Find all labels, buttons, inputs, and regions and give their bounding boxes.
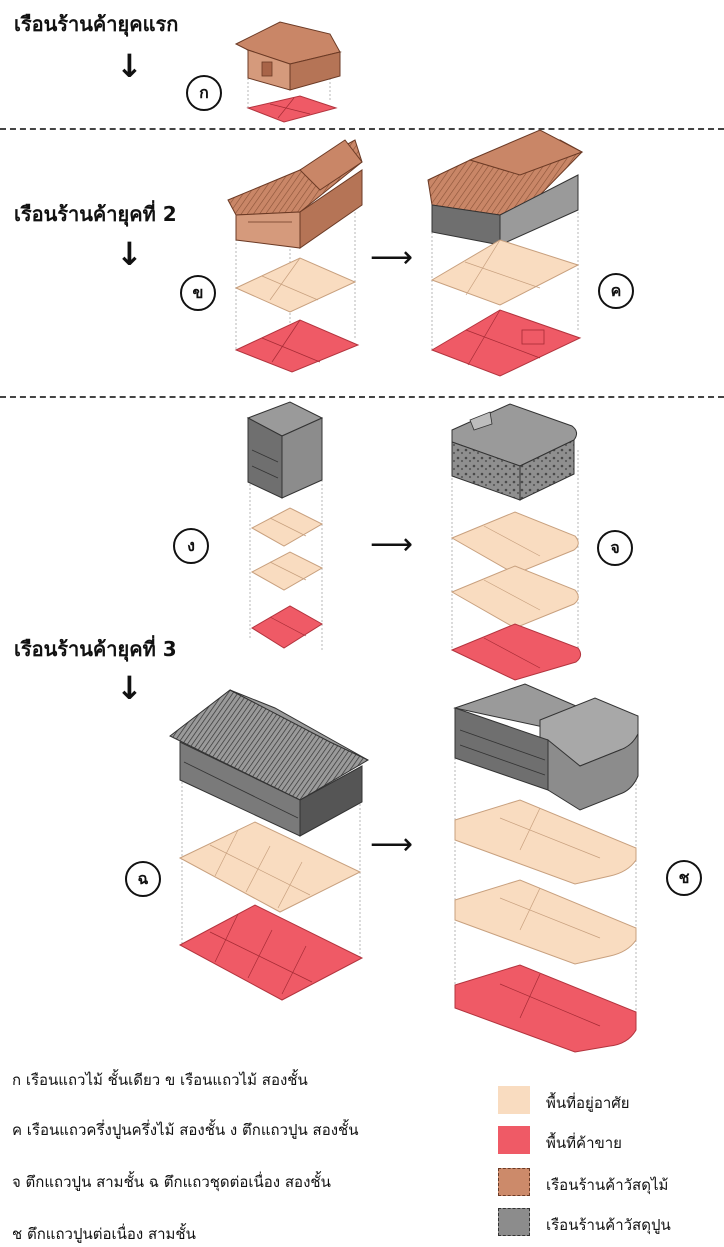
badge-e: จ [597,530,633,566]
house-f [169,689,370,1001]
house-b [227,139,363,373]
era-title-second: เรือนร้านค้ายุคที่ 2 [14,202,177,226]
badge-f: ฉ [125,861,161,897]
arrow-down-second: ↓ [116,235,143,273]
legend-label-commercial: พื้นที่ค้าขาย [546,1134,622,1152]
arrow-right-b-c: ⟶ [370,240,414,275]
legend-label-residential: พื้นที่อยู่อาศัย [546,1094,630,1112]
arrow-down-third: ↓ [116,669,143,707]
caption-line-2: ค เรือนแถวครึ่งปูนครึ่งไม้ สองชั้น ง ตึก… [12,1121,359,1139]
arrow-down-first: ↓ [116,47,143,85]
badge-a: ก [186,75,222,111]
era-title-first: เรือนร้านค้ายุคแรก [14,12,179,36]
divider-middle [0,396,724,398]
legend-label-wood: เรือนร้านค้าวัสดุไม้ [546,1176,669,1194]
house-d [246,401,324,650]
legend-swatch-wood [498,1168,530,1196]
era-title-third: เรือนร้านค้ายุคที่ 3 [14,637,177,661]
arrow-right-f-g: ⟶ [370,827,414,862]
badge-g: ช [666,860,702,896]
house-c [427,129,584,377]
badge-b: ข [180,275,216,311]
caption-line-3: จ ตึกแถวปูน สามชั้น ฉ ตึกแถวชุดต่อเนื่อง… [12,1173,331,1191]
arrow-right-d-e: ⟶ [370,527,414,562]
house-a [234,21,342,123]
badge-c: ค [598,273,634,309]
caption-line-1: ก เรือนแถวไม้ ชั้นเดียว ข เรือนแถวไม้ สอ… [12,1071,308,1089]
legend-swatch-residential [498,1086,530,1114]
house-e [450,403,582,681]
house-g [453,683,639,1053]
divider-top [0,128,724,130]
badge-d: ง [173,528,209,564]
legend-swatch-commercial [498,1126,530,1154]
legend-swatch-concrete [498,1208,530,1236]
legend-label-concrete: เรือนร้านค้าวัสดุปูน [546,1216,671,1234]
caption-line-4: ช ตึกแถวปูนต่อเนื่อง สามชั้น [12,1225,196,1243]
